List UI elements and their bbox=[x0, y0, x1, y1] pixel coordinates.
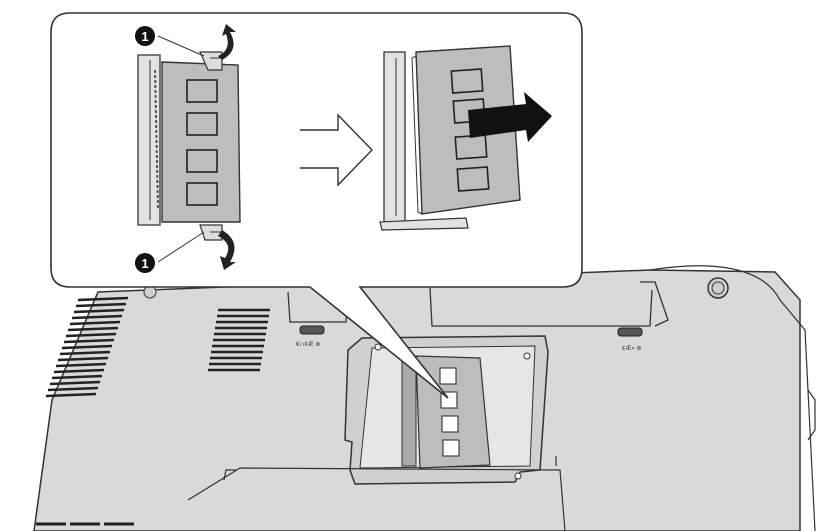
installed-memory-module bbox=[401, 355, 491, 469]
latch-label-right: ¢Æ» ⊚ bbox=[622, 346, 641, 352]
memory-socket-unlatched: 1 1 bbox=[135, 24, 241, 273]
callout-number-bottom: 1 bbox=[141, 256, 148, 271]
callout-badge-top: 1 bbox=[135, 26, 155, 46]
right-edge-detail bbox=[807, 389, 816, 441]
battery-latch-right: ¢Æ» ⊚ bbox=[617, 327, 643, 352]
memory-socket-released bbox=[379, 45, 552, 231]
laptop-underside: €ı ı¢Æ ⊚ ¢Æ» ⊚ bbox=[33, 265, 816, 531]
latch-bottom bbox=[199, 224, 223, 241]
curved-arrow-icon bbox=[218, 230, 236, 270]
curved-arrow-icon bbox=[218, 24, 236, 60]
lower-panel bbox=[187, 456, 566, 531]
battery-latch-left: €ı ı¢Æ ⊚ bbox=[296, 325, 325, 348]
callout-number-top: 1 bbox=[141, 29, 148, 44]
vent-left bbox=[45, 296, 129, 398]
vent-center bbox=[208, 308, 270, 372]
hollow-arrow-icon bbox=[300, 113, 373, 187]
callout-badge-bottom: 1 bbox=[135, 253, 155, 273]
latch-label-left: €ı ı¢Æ ⊚ bbox=[296, 342, 320, 348]
screw-hole bbox=[707, 277, 729, 299]
right-arrow-icon bbox=[468, 92, 552, 142]
